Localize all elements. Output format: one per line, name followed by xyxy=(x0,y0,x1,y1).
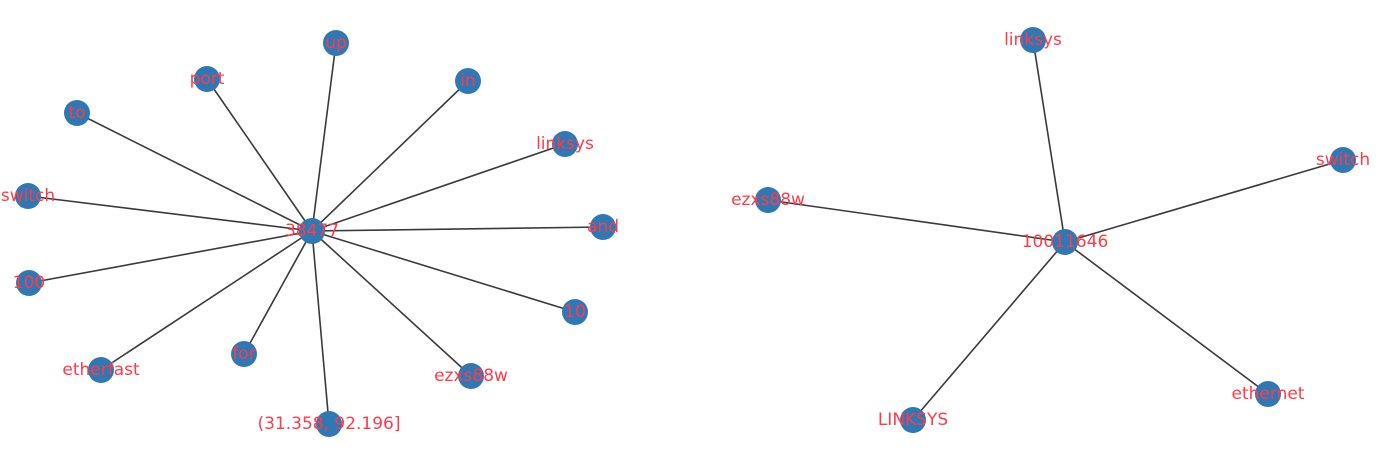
node-31-358-92-196-marker xyxy=(316,411,342,437)
node-port-marker xyxy=(194,66,220,92)
node-for: for xyxy=(231,341,257,367)
node-for-label: for xyxy=(232,344,255,364)
edge-10011646-linksys xyxy=(1032,39,1066,243)
node-38477-label: 38477 xyxy=(285,221,339,241)
node-to: to xyxy=(64,100,90,126)
edge-10011646-ezxs88w xyxy=(767,199,1066,243)
node-10011646-marker xyxy=(1052,229,1078,255)
node-31-358-92-196-label: (31.358, 92.196] xyxy=(257,414,400,434)
node-100-label: 100 xyxy=(13,273,45,293)
node-etherfast-label: etherfast xyxy=(62,360,140,380)
node-100-marker xyxy=(16,270,42,296)
node-10011646-label: 10011646 xyxy=(1022,232,1109,252)
node-port: port xyxy=(190,66,225,92)
edge-10011646-linksys xyxy=(912,241,1066,421)
node-switch-marker xyxy=(1330,147,1356,173)
node-linksys-marker xyxy=(900,407,926,433)
edge-38477-100 xyxy=(28,230,313,284)
node-38477-marker xyxy=(299,218,325,244)
node-ethernet-label: ethernet xyxy=(1232,384,1305,404)
edge-38477-linksys xyxy=(311,143,566,232)
node-ethernet: ethernet xyxy=(1232,381,1305,407)
edge-38477-and xyxy=(311,226,604,232)
node-switch: switch xyxy=(1,183,55,209)
node-port-label: port xyxy=(190,69,225,89)
node-linksys-marker xyxy=(552,131,578,157)
edge-38477-10 xyxy=(311,230,576,313)
node-switch-label: switch xyxy=(1316,150,1370,170)
node-and-marker xyxy=(590,214,616,240)
node-switch: switch xyxy=(1316,147,1370,173)
node-100: 100 xyxy=(13,270,45,296)
node-10-label: 10 xyxy=(564,302,586,322)
edge-38477-switch xyxy=(27,195,313,232)
node-linksys: linksys xyxy=(536,131,594,157)
edge-38477-in xyxy=(311,80,469,232)
node-linksys-label: linksys xyxy=(1004,30,1062,50)
edge-38477-to xyxy=(76,112,313,232)
node-and-label: and xyxy=(587,217,619,237)
node-linksys: LINKSYS xyxy=(878,407,948,433)
node-in: in xyxy=(455,68,481,94)
node-linksys-label: LINKSYS xyxy=(878,410,948,430)
graph-1-nodes: up port in to linksys switch and 100 10 etherfast… xyxy=(1,30,619,437)
graph-1-edges xyxy=(27,42,604,425)
node-ezxs88w: ezxs88w xyxy=(731,187,805,213)
node-switch-marker xyxy=(15,183,41,209)
node-31-358-92-196: (31.358, 92.196] xyxy=(257,411,401,437)
node-ethernet-marker xyxy=(1255,381,1281,407)
node-and: and xyxy=(587,214,619,240)
node-in-label: in xyxy=(460,71,476,91)
graph-1: up port in to linksys switch and 100 10 etherfast… xyxy=(1,30,619,437)
edge-38477-for xyxy=(243,230,313,355)
edge-38477-31-358-92-196 xyxy=(311,230,330,425)
edge-38477-etherfast xyxy=(100,230,313,371)
node-to-marker xyxy=(64,100,90,126)
node-etherfast: etherfast xyxy=(62,357,140,383)
node-linksys-label: linksys xyxy=(536,134,594,154)
node-for-marker xyxy=(231,341,257,367)
node-ezxs88w-label: ezxs88w xyxy=(731,190,805,210)
edge-38477-up xyxy=(311,42,337,232)
node-up-label: up xyxy=(325,33,347,53)
edge-10011646-switch xyxy=(1064,159,1344,243)
edge-38477-port xyxy=(206,78,313,232)
node-up-marker xyxy=(323,30,349,56)
graph-2-edges xyxy=(767,39,1344,421)
edge-38477-ezxs88w xyxy=(311,230,472,377)
node-38477: 38477 xyxy=(285,218,339,244)
node-up: up xyxy=(323,30,349,56)
node-ezxs88w: ezxs88w xyxy=(434,363,508,389)
node-in-marker xyxy=(455,68,481,94)
node-to-label: to xyxy=(68,103,85,123)
node-ezxs88w-marker xyxy=(458,363,484,389)
node-10011646: 10011646 xyxy=(1022,229,1109,255)
node-linksys: linksys xyxy=(1004,27,1062,53)
node-10: 10 xyxy=(562,299,588,325)
node-linksys-marker xyxy=(1020,27,1046,53)
node-etherfast-marker xyxy=(88,357,114,383)
node-10-marker xyxy=(562,299,588,325)
node-ezxs88w-marker xyxy=(755,187,781,213)
edge-10011646-ethernet xyxy=(1064,241,1269,395)
node-ezxs88w-label: ezxs88w xyxy=(434,366,508,386)
node-switch-label: switch xyxy=(1,186,55,206)
